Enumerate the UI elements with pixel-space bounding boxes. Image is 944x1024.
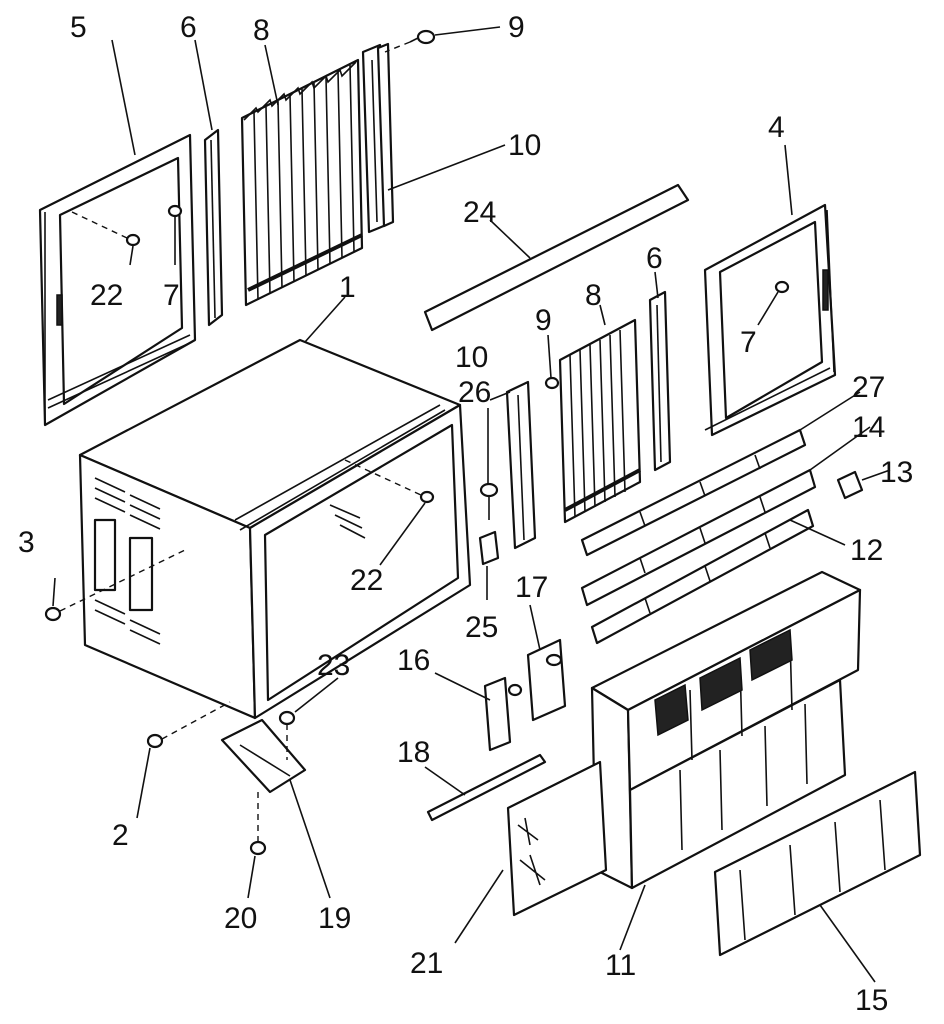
- part-17-bracket: [526, 638, 567, 722]
- callout-19: 19: [318, 902, 351, 935]
- part-15-filter-panel: [713, 770, 922, 957]
- part-8-louver-panel-lower: [558, 318, 642, 524]
- callout-27: 27: [852, 371, 885, 404]
- part-9-screw-lower: [544, 376, 560, 390]
- callout-22-upper: 22: [90, 279, 123, 312]
- callout-1: 1: [339, 271, 356, 304]
- part-7-screw-upper: [167, 204, 183, 218]
- part-22-screw-upper: [71, 211, 141, 247]
- callout-2: 2: [112, 819, 129, 852]
- part-18-rod: [426, 753, 547, 822]
- part-27-louver-rail: [580, 428, 807, 557]
- callout-21: 21: [410, 947, 443, 980]
- part-23-screw: [278, 710, 296, 760]
- callout-26: 26: [458, 376, 491, 409]
- callout-3: 3: [18, 526, 35, 559]
- part-19-mount-bracket: [220, 718, 307, 794]
- part-20-screw: [249, 790, 267, 856]
- callout-18: 18: [397, 736, 430, 769]
- part-2-screw: [146, 701, 231, 749]
- callout-17: 17: [515, 571, 548, 604]
- callout-labels: 5 6 8 9 10 24 4 22 7 1 9 8 6 7 10 26 27 …: [18, 11, 913, 1017]
- part-9-screw-upper: [384, 29, 436, 53]
- callout-9-lower: 9: [535, 304, 552, 337]
- leader-lines: [52, 26, 891, 983]
- part-12-louver-rail: [590, 508, 815, 645]
- part-16-bracket: [483, 676, 523, 752]
- callout-5: 5: [70, 11, 87, 44]
- callout-12: 12: [850, 534, 883, 567]
- callout-14: 14: [852, 411, 885, 444]
- part-14-louver-rail: [580, 468, 817, 607]
- callout-9-upper: 9: [508, 11, 525, 44]
- callout-10-lower: 10: [455, 341, 488, 374]
- callout-8-lower: 8: [585, 279, 602, 312]
- part-13-clip: [836, 470, 864, 500]
- callout-25: 25: [465, 611, 498, 644]
- callout-23: 23: [317, 649, 350, 682]
- part-25-bracket: [478, 530, 500, 566]
- callout-24: 24: [463, 196, 496, 229]
- part-10-channel-lower: [505, 380, 537, 550]
- part-1-cabinet: [78, 338, 472, 720]
- part-4-right-frame: [703, 203, 837, 437]
- part-21-left-filter: [506, 760, 608, 917]
- callout-10-upper: 10: [508, 129, 541, 162]
- part-3-screw: [44, 549, 186, 622]
- callout-16: 16: [397, 644, 430, 677]
- part-24-top-rail: [423, 183, 690, 332]
- callout-15: 15: [855, 984, 888, 1017]
- part-6-side-strip-upper: [203, 128, 224, 327]
- part-26-screw: [479, 482, 499, 520]
- part-5-left-frame: [38, 133, 197, 427]
- callout-7-lower: 7: [740, 326, 757, 359]
- part-10-channel-upper: [361, 42, 395, 234]
- part-6-side-strip-lower: [648, 290, 672, 472]
- part-8-louver-panel-upper: [240, 58, 364, 307]
- callout-6-upper: 6: [180, 11, 197, 44]
- callout-8-upper: 8: [253, 14, 270, 47]
- callout-11: 11: [605, 949, 636, 982]
- callout-20: 20: [224, 902, 257, 935]
- callout-4: 4: [768, 111, 785, 144]
- callout-13: 13: [880, 456, 913, 489]
- callout-6-lower: 6: [646, 242, 663, 275]
- callout-7-upper: 7: [163, 279, 180, 312]
- vent-slots: [93, 477, 161, 645]
- part-22-screw-lower: [344, 459, 435, 504]
- callout-22-lower: 22: [350, 564, 383, 597]
